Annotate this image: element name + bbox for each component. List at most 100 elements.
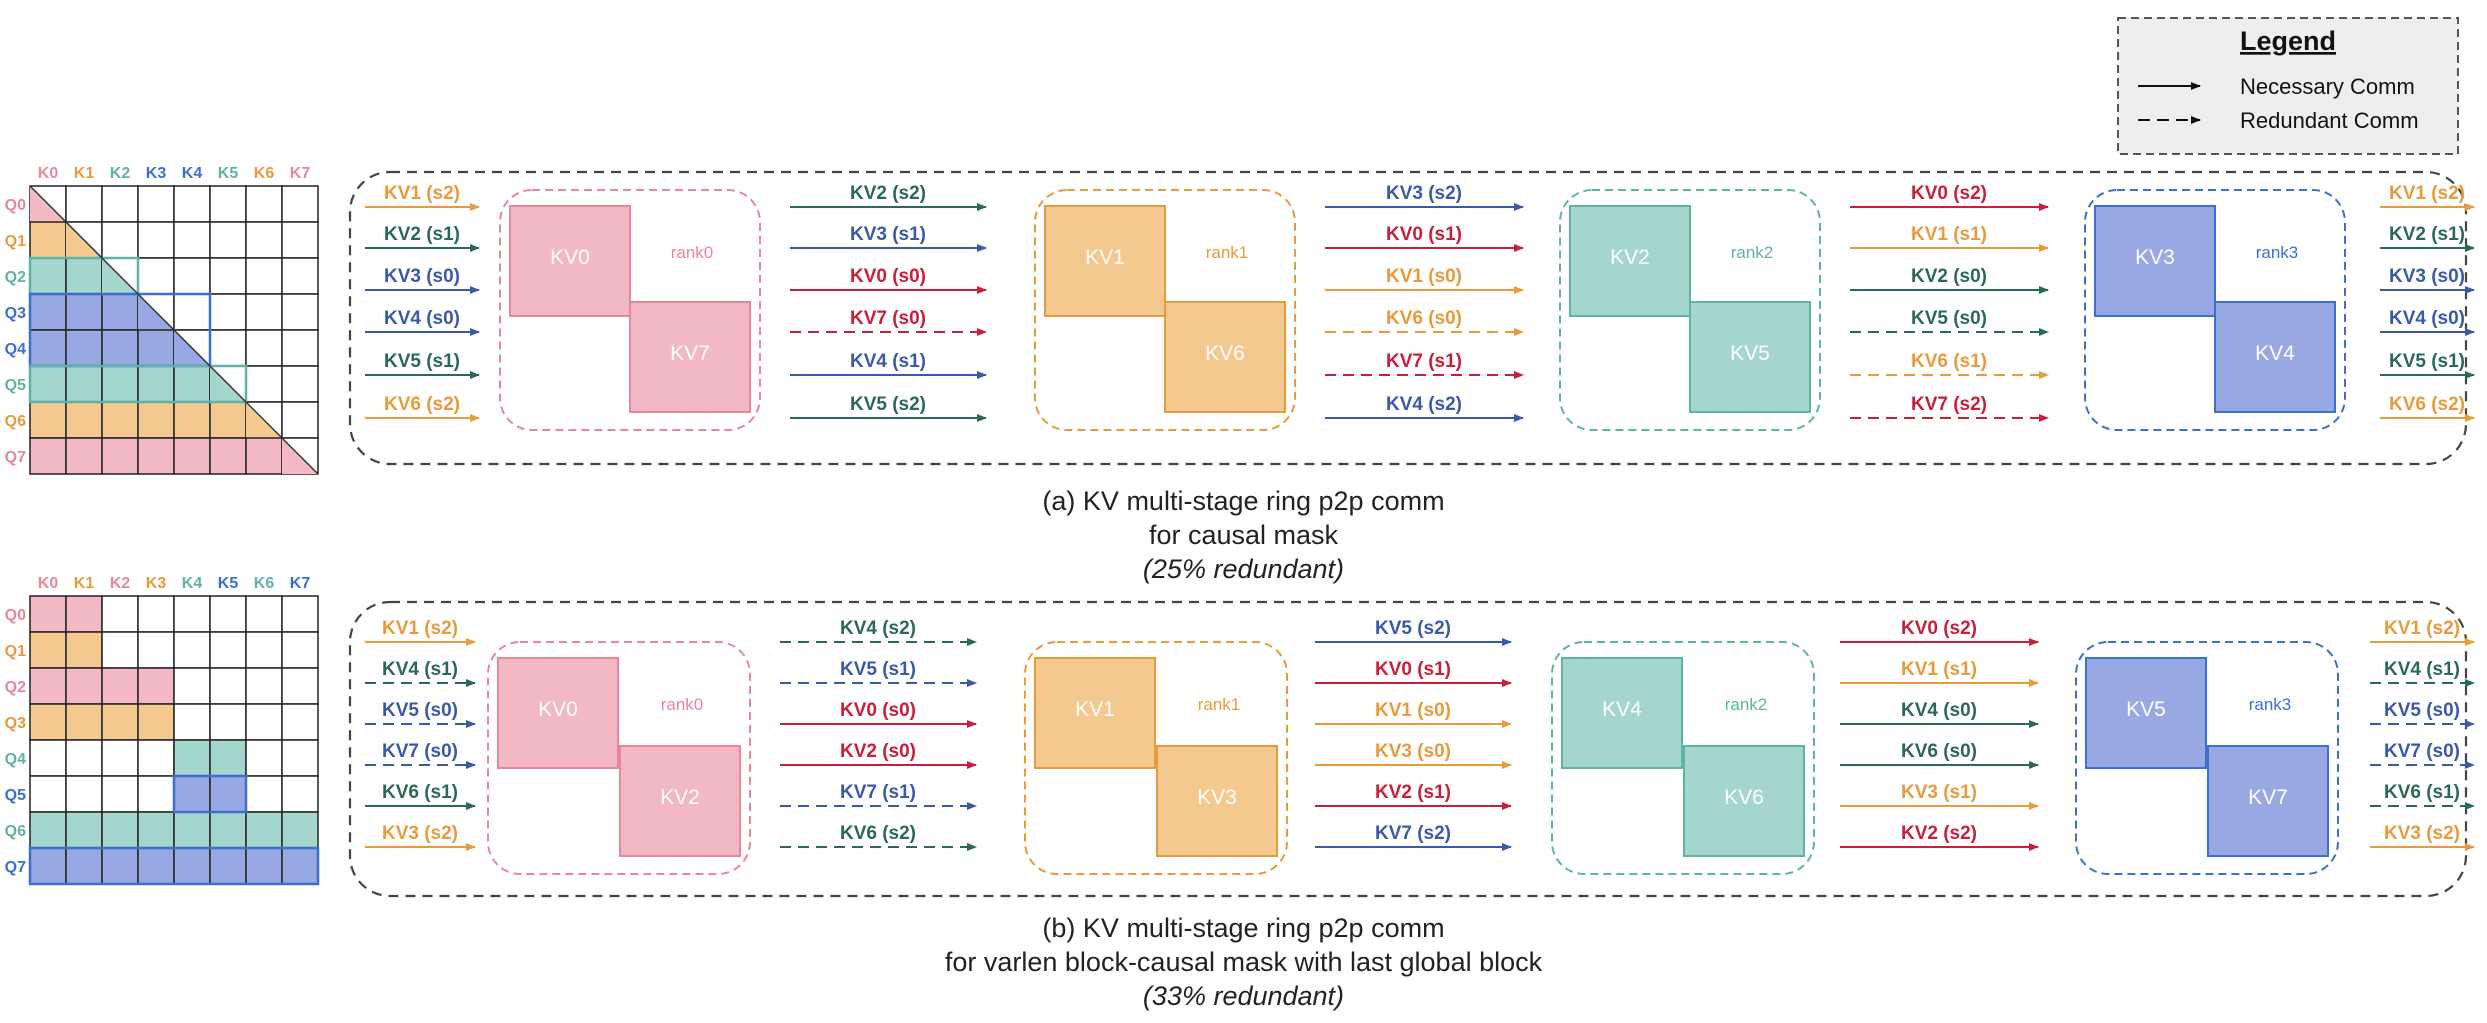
kv-block-label: KV7 xyxy=(2248,786,2288,809)
matrix-col-label: K3 xyxy=(146,575,167,592)
matrix-cell xyxy=(245,703,283,741)
kv-block-label: KV6 xyxy=(1205,342,1245,365)
matrix-cell xyxy=(29,811,67,849)
matrix-cell xyxy=(209,437,247,475)
ring-container xyxy=(348,170,2468,466)
matrix-cell xyxy=(173,595,211,633)
rank-label: rank1 xyxy=(1206,243,1249,262)
comm-column: KV4 (s2)KV5 (s1)KV0 (s0)KV2 (s0)KV7 (s1)… xyxy=(780,618,977,851)
matrix-cell xyxy=(29,703,67,741)
comm-column: KV3 (s2)KV0 (s1)KV1 (s0)KV6 (s0)KV7 (s1)… xyxy=(1325,183,1524,422)
matrix-cell xyxy=(173,775,211,813)
matrix-cell xyxy=(101,293,139,331)
matrix-col-label: K7 xyxy=(290,575,311,592)
matrix-col-label: K3 xyxy=(146,165,167,182)
caption-b-line3: (33% redundant) xyxy=(1142,981,1345,1011)
comm-label: KV5 (s2) xyxy=(850,394,926,415)
matrix-col-label: K6 xyxy=(254,575,275,592)
kv-block xyxy=(1683,745,1805,857)
matrix-cell xyxy=(245,739,283,777)
comm-label: KV0 (s1) xyxy=(1375,659,1451,680)
comm-label: KV1 (s2) xyxy=(384,183,460,204)
comm-label: KV6 (s1) xyxy=(382,782,458,803)
comm-label: KV7 (s0) xyxy=(2384,741,2460,762)
comm-label: KV5 (s0) xyxy=(382,700,458,721)
rank-container xyxy=(2084,189,2346,431)
kv-block-label: KV6 xyxy=(1724,786,1764,809)
comm-label: KV0 (s1) xyxy=(1386,224,1462,245)
kv-block-label: KV5 xyxy=(1730,342,1770,365)
kv-block xyxy=(2094,205,2216,317)
matrix-row-label: Q1 xyxy=(5,233,26,250)
matrix-cell xyxy=(209,811,247,849)
kv-block-label: KV1 xyxy=(1085,246,1125,269)
rank-label: rank3 xyxy=(2249,695,2292,714)
matrix-cell xyxy=(173,293,211,331)
matrix-cell xyxy=(29,329,67,367)
comm-label: KV7 (s0) xyxy=(850,308,926,329)
rank-container xyxy=(2075,641,2339,875)
matrix-cell xyxy=(209,293,247,331)
matrix-row-label: Q5 xyxy=(5,377,26,394)
matrix-cell xyxy=(29,595,67,633)
comm-label: KV6 (s2) xyxy=(2389,394,2465,415)
comm-label: KV6 (s1) xyxy=(2384,782,2460,803)
kv-block xyxy=(2207,745,2329,857)
kv-block-label: KV0 xyxy=(550,246,590,269)
comm-label: KV1 (s1) xyxy=(1901,659,1977,680)
matrix-cell xyxy=(29,775,67,813)
matrix-cell xyxy=(281,365,319,403)
matrix-cell xyxy=(29,631,67,669)
comm-label: KV0 (s2) xyxy=(1901,618,1977,639)
matrix-cell xyxy=(101,631,139,669)
rank-container xyxy=(1024,641,1288,875)
kv-block xyxy=(1034,657,1156,769)
comm-label: KV1 (s2) xyxy=(2389,183,2465,204)
matrix-cell xyxy=(209,703,247,741)
rank-label: rank2 xyxy=(1731,243,1774,262)
matrix-cell xyxy=(245,631,283,669)
matrix-cell xyxy=(281,811,319,849)
rank-label: rank2 xyxy=(1725,695,1768,714)
comm-label: KV1 (s2) xyxy=(382,618,458,639)
caption-a-line2: for causal mask xyxy=(1148,520,1339,550)
matrix-cell xyxy=(281,257,319,295)
matrix-col-label: K0 xyxy=(38,575,59,592)
matrix-cell xyxy=(245,365,283,403)
matrix-cell xyxy=(281,847,319,885)
comm-label: KV6 (s2) xyxy=(384,394,460,415)
matrix-cell xyxy=(245,437,283,475)
matrix-cell xyxy=(65,739,103,777)
comm-label: KV5 (s0) xyxy=(2384,700,2460,721)
comm-label: KV3 (s0) xyxy=(2389,266,2465,287)
kv-block-label: KV3 xyxy=(2135,246,2175,269)
matrix-cell xyxy=(101,221,139,259)
matrix-cell xyxy=(245,185,283,223)
matrix-cell xyxy=(209,221,247,259)
comm-label: KV6 (s0) xyxy=(1386,308,1462,329)
matrix-cell xyxy=(281,595,319,633)
matrix-cell xyxy=(209,631,247,669)
matrix-cell xyxy=(173,401,211,439)
kv-block-label: KV3 xyxy=(1197,786,1237,809)
matrix-cell xyxy=(173,437,211,475)
matrix-cell xyxy=(137,221,175,259)
comm-label: KV3 (s2) xyxy=(382,823,458,844)
comm-label: KV4 (s0) xyxy=(384,308,460,329)
comm-label: KV4 (s0) xyxy=(2389,308,2465,329)
comm-column: KV1 (s2)KV2 (s1)KV3 (s0)KV4 (s0)KV5 (s1)… xyxy=(365,183,480,422)
kv-block xyxy=(1561,657,1683,769)
comm-label: KV2 (s1) xyxy=(384,224,460,245)
caption-a-line1: (a) KV multi-stage ring p2p comm xyxy=(1042,486,1445,516)
kv-block xyxy=(1044,205,1166,317)
matrix-cell xyxy=(65,775,103,813)
comm-label: KV7 (s0) xyxy=(382,741,458,762)
matrix-cell xyxy=(29,667,67,705)
matrix-row-label: Q5 xyxy=(5,787,26,804)
matrix-cell xyxy=(29,437,67,475)
